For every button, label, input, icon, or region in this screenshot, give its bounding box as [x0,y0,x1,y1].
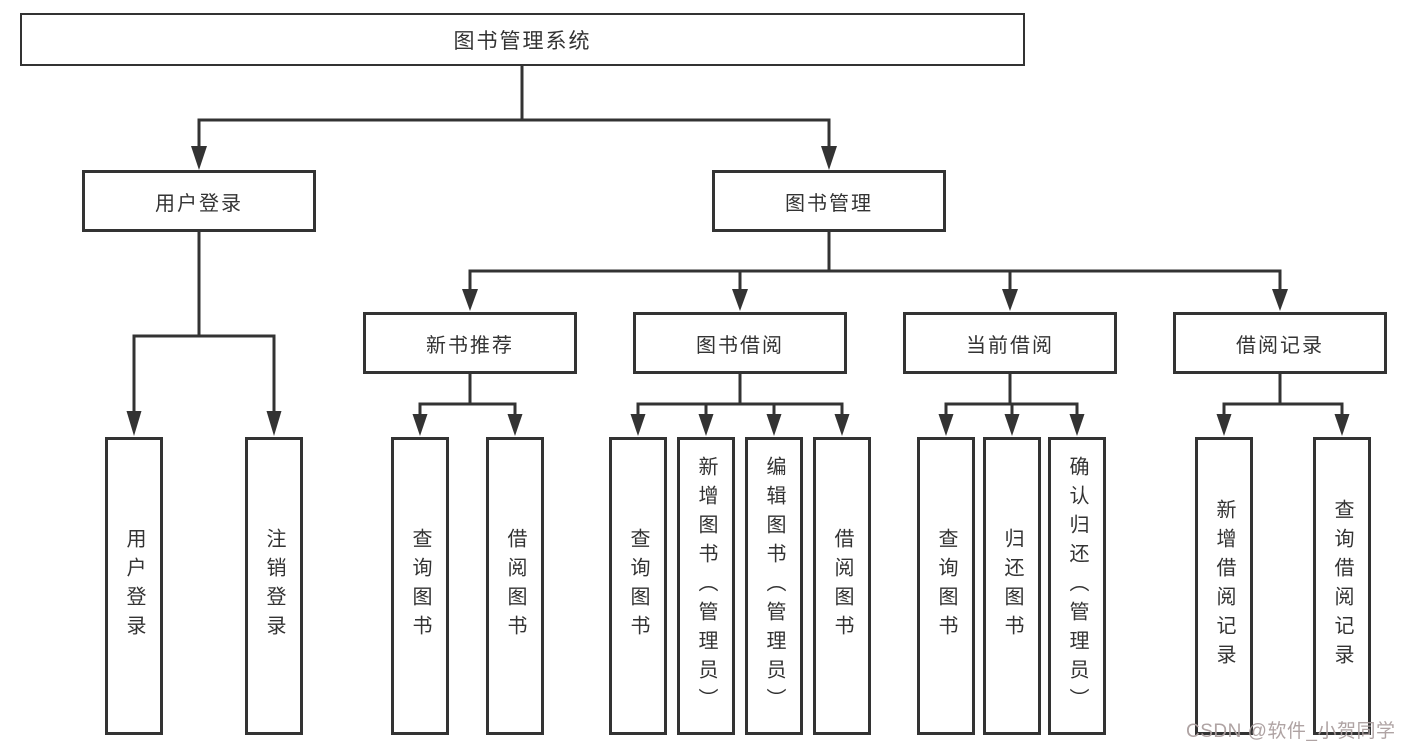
node-user-login: 用户登录 [82,170,316,232]
leaf-current-return-books-label: 归还图书 [1001,528,1023,644]
leaf-recommend-query-books: 查询图书 [391,437,449,735]
leaf-borrow-borrow-books-label: 借阅图书 [831,528,853,644]
node-user-login-label: 用户登录 [155,192,243,215]
node-book-borrow: 图书借阅 [633,312,847,374]
leaf-recommend-borrow-books: 借阅图书 [486,437,544,735]
leaf-records-add-record-label: 新增借阅记录 [1213,499,1235,673]
leaf-current-query-books: 查询图书 [917,437,975,735]
leaf-user-login-label: 用户登录 [123,528,145,644]
leaf-borrow-edit-books-admin: 编辑图书（管理员） [745,437,803,735]
leaf-borrow-add-books-admin-label: 新增图书（管理员） [695,455,717,717]
leaf-current-confirm-return-admin: 确认归还（管理员） [1048,437,1106,735]
node-current-borrow: 当前借阅 [903,312,1117,374]
node-current-borrow-label: 当前借阅 [966,334,1054,357]
leaf-borrow-borrow-books: 借阅图书 [813,437,871,735]
leaf-current-return-books: 归还图书 [983,437,1041,735]
leaf-user-login: 用户登录 [105,437,163,735]
leaf-records-query-record-label: 查询借阅记录 [1331,499,1353,673]
leaf-records-add-record: 新增借阅记录 [1195,437,1253,735]
node-borrow-records-label: 借阅记录 [1236,334,1324,357]
csdn-watermark: CSDN @软件_小贺同学 [1186,721,1396,742]
leaf-logout: 注销登录 [245,437,303,735]
leaf-borrow-edit-books-admin-label: 编辑图书（管理员） [763,455,785,717]
node-new-book-recommend: 新书推荐 [363,312,577,374]
node-new-book-recommend-label: 新书推荐 [426,334,514,357]
leaf-logout-label: 注销登录 [263,528,285,644]
node-book-management-label: 图书管理 [785,192,873,215]
leaf-recommend-borrow-books-label: 借阅图书 [504,528,526,644]
leaf-records-query-record: 查询借阅记录 [1313,437,1371,735]
node-book-management: 图书管理 [712,170,946,232]
leaf-current-confirm-return-admin-label: 确认归还（管理员） [1066,455,1088,717]
leaf-current-query-books-label: 查询图书 [935,528,957,644]
leaf-borrow-add-books-admin: 新增图书（管理员） [677,437,735,735]
leaf-borrow-query-books: 查询图书 [609,437,667,735]
node-book-borrow-label: 图书借阅 [696,334,784,357]
node-root: 图书管理系统 [20,13,1025,66]
node-borrow-records: 借阅记录 [1173,312,1387,374]
leaf-recommend-query-books-label: 查询图书 [409,528,431,644]
arrowhead-icons [126,146,1350,436]
node-root-label: 图书管理系统 [453,29,592,53]
leaf-borrow-query-books-label: 查询图书 [627,528,649,644]
